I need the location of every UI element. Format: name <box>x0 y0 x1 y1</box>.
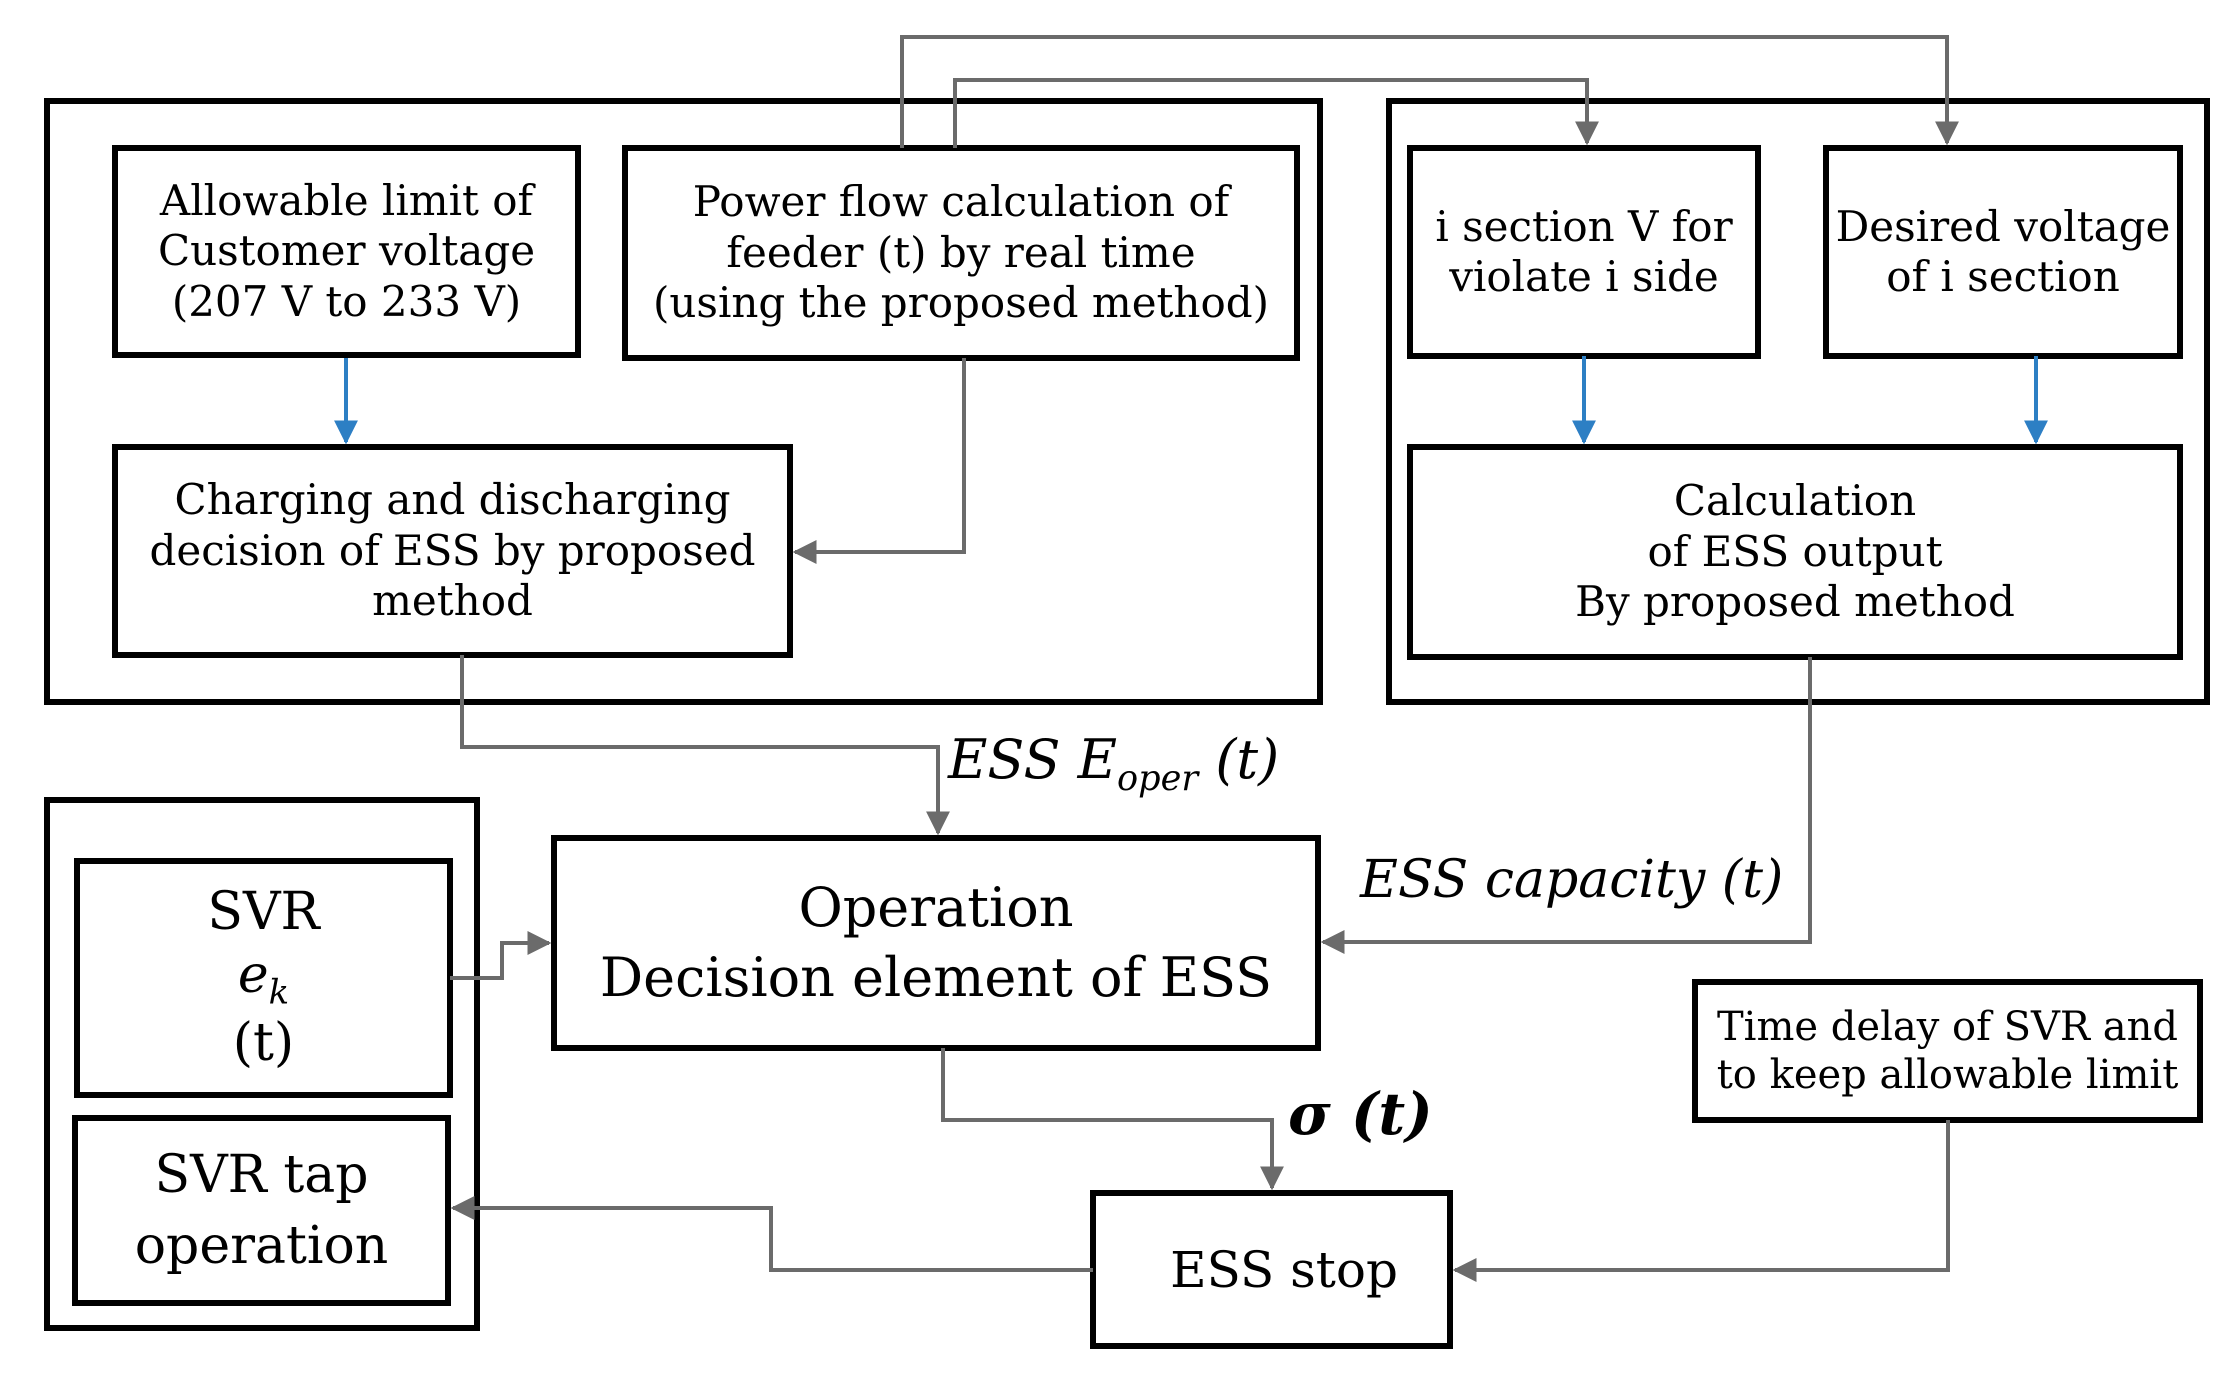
svr-group-frame <box>44 797 480 1331</box>
time-delay-box <box>1692 979 2203 1123</box>
calc-to-operation-arrow <box>1320 657 1812 954</box>
charging-decision-box <box>112 444 793 658</box>
left-upper-group-frame <box>44 98 1323 705</box>
sigma-label: σ (t) <box>1288 1080 1433 1148</box>
svr-tap-box <box>72 1115 451 1306</box>
ess-stop-label: ESS stop <box>1170 1240 1398 1299</box>
power-flow-to-charging-arrow <box>792 358 966 564</box>
desired-voltage-box <box>1823 145 2183 359</box>
charging-to-operation-arrow <box>460 655 950 836</box>
ess-stop-to-svr-tap-arrow <box>450 1196 1093 1272</box>
time-delay-to-ess-stop-arrow <box>1452 1120 1950 1282</box>
svr-ek-to-operation-arrow <box>450 931 552 980</box>
allowable-limit-box <box>112 145 581 358</box>
section-v-box <box>1407 145 1761 359</box>
ess-capacity-label: ESS capacity (t) <box>1360 850 1784 910</box>
svr-ek-label: SVR ek (t) <box>207 882 320 1074</box>
power-flow-to-section-v-arrow <box>953 78 1599 148</box>
right-upper-group-frame <box>1386 98 2210 705</box>
ess-output-calc-box <box>1407 444 2183 660</box>
power-flow-box <box>622 145 1300 361</box>
operation-to-ess-stop-arrow <box>941 1048 1284 1191</box>
ess-e-oper-label: ESS Eoper (t) <box>948 728 1280 799</box>
power-flow-to-desired-voltage-arrow <box>900 35 1959 148</box>
operation-decision-box <box>551 835 1321 1051</box>
